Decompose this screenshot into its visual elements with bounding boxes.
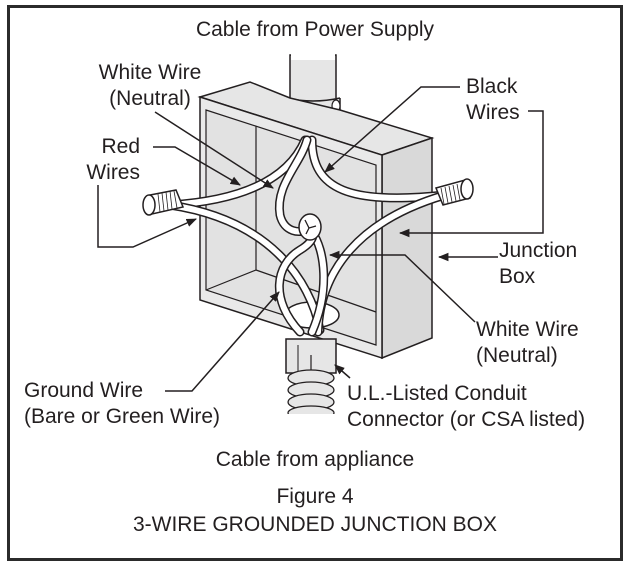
conduit-connector (285, 338, 337, 422)
label-conduit-line2: Connector (or CSA listed) (347, 408, 586, 431)
figure-border (7, 5, 623, 561)
label-ground-wire: Ground Wire (Bare or Green Wire) (24, 378, 220, 430)
label-cable-from-appliance: Cable from appliance (215, 448, 415, 471)
label-red-wires-line1: Red (101, 135, 140, 158)
label-white-wire-top-line1: White Wire (98, 61, 202, 84)
black-wire-upper (307, 135, 450, 203)
wire-nut-right (434, 178, 474, 206)
leader-ground-wire (165, 291, 280, 392)
wire-nut-left (142, 189, 185, 216)
label-ground-wire-line1: Ground Wire (24, 379, 144, 402)
label-black-wires-line1: Black (466, 75, 518, 98)
leader-red-wires-upper (153, 146, 241, 186)
label-red-wires-line2: Wires (86, 161, 140, 184)
label-white-wire-bottom-line2: (Neutral) (476, 344, 558, 367)
label-black-wires: Black Wires (466, 74, 520, 126)
flex-conduit (286, 369, 336, 422)
label-cable-from-power-supply: Cable from Power Supply (195, 18, 435, 41)
leader-white-wire-bottom (328, 250, 476, 323)
label-junction-box-line1: Junction (499, 239, 578, 262)
label-red-wires: Red Wires (60, 134, 140, 186)
label-white-wire-top-line2: (Neutral) (109, 87, 191, 110)
leader-black-wires-right (398, 110, 544, 238)
label-conduit-line1: U.L.-Listed Conduit (347, 382, 527, 405)
label-junction-box-line2: Box (499, 265, 536, 288)
label-black-wires-line2: Wires (466, 101, 520, 124)
leader-conduit (334, 364, 351, 379)
ground-screw (298, 213, 322, 241)
label-white-wire-bottom-line1: White Wire (476, 318, 579, 341)
label-conduit-connector: U.L.-Listed Conduit Connector (or CSA li… (347, 381, 585, 433)
figure-title: 3-WIRE GROUNDED JUNCTION BOX (132, 513, 497, 536)
leader-red-wires-lower (97, 185, 197, 248)
white-wire-upper (274, 135, 315, 236)
callout-lines (97, 86, 544, 392)
leader-white-wire-top (154, 111, 274, 189)
label-white-wire-bottom: White Wire (Neutral) (476, 317, 579, 369)
label-white-wire-top: White Wire (Neutral) (80, 60, 220, 112)
label-junction-box: Junction Box (499, 238, 577, 290)
leader-black-wires (324, 86, 460, 173)
figure-number: Figure 4 (276, 485, 354, 508)
label-ground-wire-line2: (Bare or Green Wire) (24, 405, 221, 428)
